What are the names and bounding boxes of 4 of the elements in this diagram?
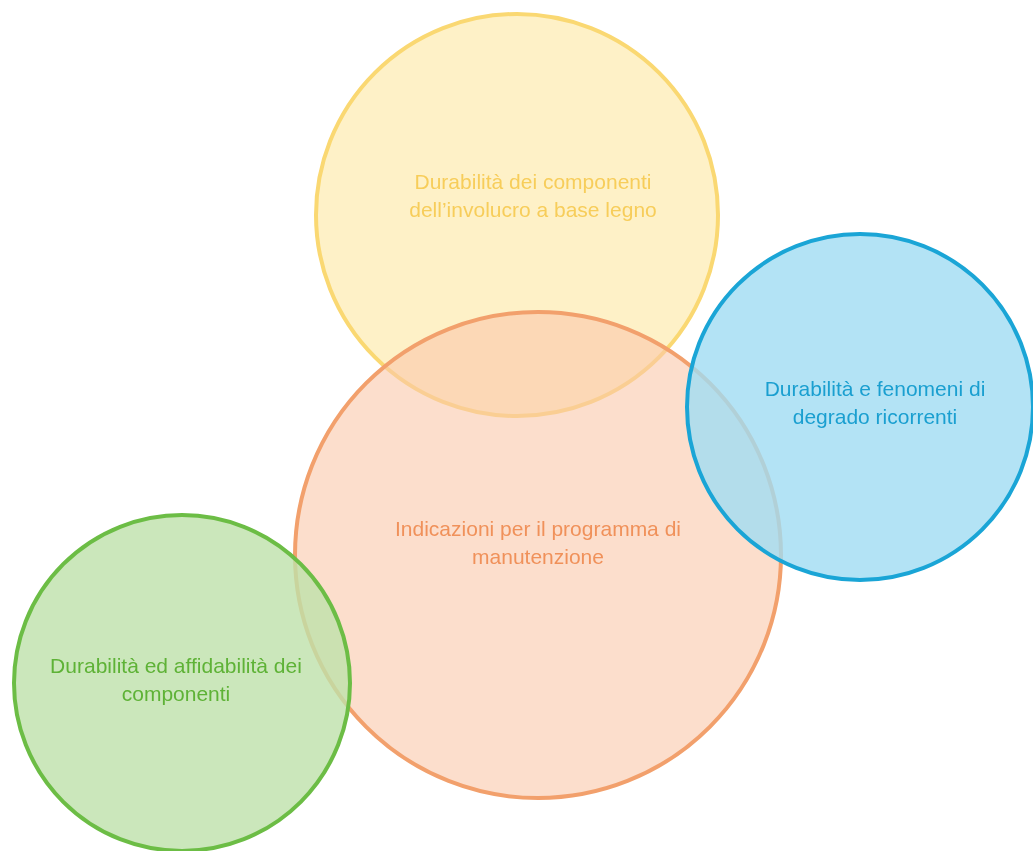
circle-label: Durabilità e fenomeni di degrado ricorrenti — [763, 376, 987, 430]
circle-label: Indicazioni per il programma di manutenzione — [394, 516, 682, 570]
circle-label: Durabilità dei componenti dell’involucro a base legno — [408, 169, 658, 223]
circle-label: Durabilità ed affidabilità dei componenti — [49, 653, 303, 707]
